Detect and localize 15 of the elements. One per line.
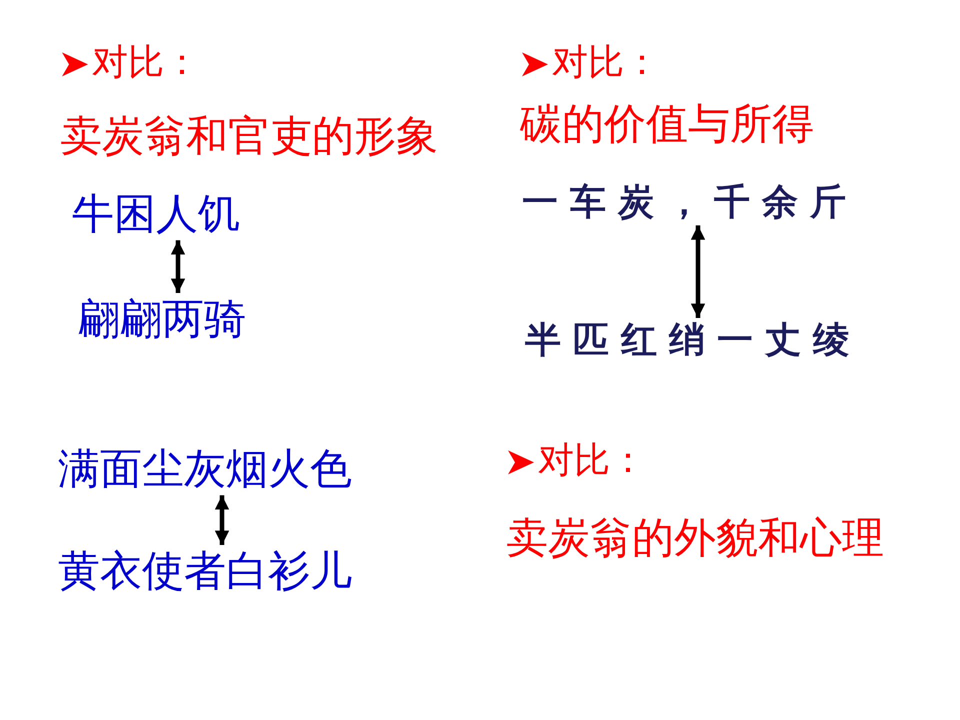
contrast-phrase: 半匹红绡一丈绫 [525, 320, 861, 362]
subheading: 卖炭翁和官吏的形象 [60, 112, 438, 160]
contrast-phrase: 翩翩两骑 [78, 295, 246, 344]
contrast-phrase: 黄衣使者白衫儿 [58, 547, 352, 596]
contrast-phrase: 满面尘灰烟火色 [58, 445, 352, 494]
double-arrow [214, 495, 230, 545]
heading: 对比： [538, 440, 646, 482]
subheading: 卖炭翁的外貌和心理 [506, 514, 884, 562]
double-arrow [170, 240, 186, 293]
subheading: 碳的价值与所得 [520, 100, 814, 148]
heading: 对比： [92, 42, 200, 84]
double-arrow [690, 225, 706, 318]
contrast-phrase: 一车炭，千余斤 [522, 182, 858, 224]
heading: 对比： [552, 42, 660, 84]
contrast-phrase: 牛困人饥 [72, 190, 240, 238]
